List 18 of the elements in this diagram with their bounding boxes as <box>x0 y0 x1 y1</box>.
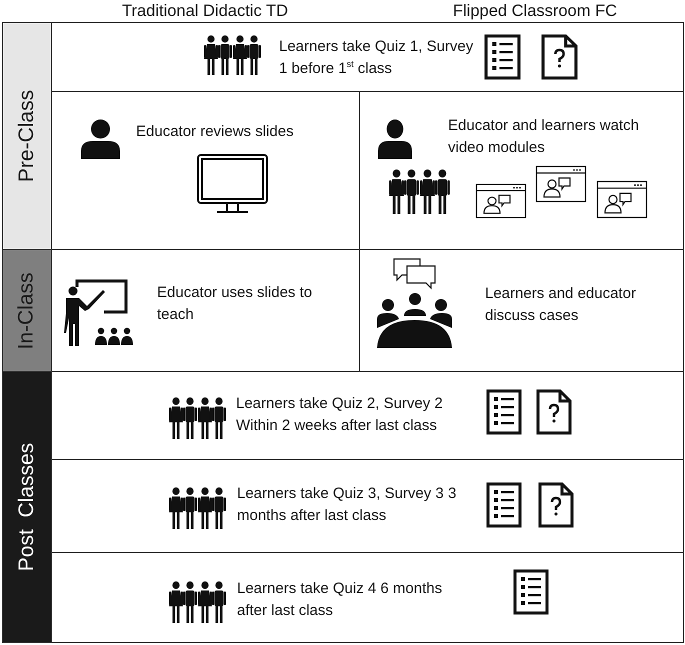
cell-text: Educator uses slides to teach <box>157 283 314 325</box>
column-header: Traditional Didactic TD <box>122 1 288 22</box>
phase-label: In-Class <box>15 272 39 350</box>
cell-text: Learners take Quiz 3, Survey 3 3 months after last class <box>237 484 458 526</box>
phase-band <box>2 371 52 643</box>
phase-label: Pre-Class <box>15 90 39 182</box>
phase-band <box>2 22 52 250</box>
phase-label: Post Classes <box>15 442 39 572</box>
column-header: Flipped Classroom FC <box>452 1 618 22</box>
phase-band <box>2 249 52 372</box>
cell-text: Learners take Quiz 2, Survey 2 Within 2 weeks after last class <box>236 394 444 436</box>
cell-text: Learners take Quiz 1, Survey 1 before 1$^{st}$ class <box>279 37 474 79</box>
table-cell <box>51 22 684 92</box>
cell-text: Educator and learners watch video modules <box>448 116 640 158</box>
table-cell <box>51 552 684 643</box>
cell-text: Learners take Quiz 4 6 months after last class <box>237 579 444 621</box>
cell-text: Learners and educator discuss cases <box>485 284 637 326</box>
cell-text: Educator reviews slides <box>136 122 295 142</box>
